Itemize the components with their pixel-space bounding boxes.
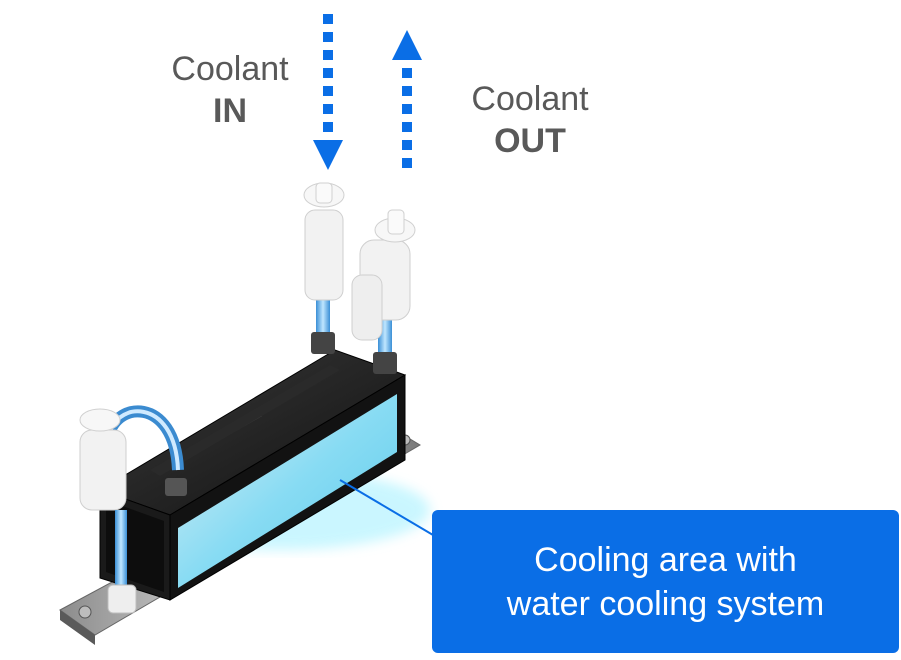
print-head-housing xyxy=(98,349,407,601)
coolant-out-text: Coolant xyxy=(471,80,589,118)
coolant-in-direction: IN xyxy=(213,92,247,130)
left-hose-connector xyxy=(79,405,187,614)
cooling-area-window xyxy=(178,394,397,588)
callout-line-1: Cooling area with xyxy=(534,540,797,579)
arrow-up-dotted-icon xyxy=(392,30,422,168)
coolant-out-direction: OUT xyxy=(494,122,566,160)
coolant-out-connector xyxy=(351,209,416,374)
callout-leader-line xyxy=(339,479,434,536)
coolant-in-label: Coolant IN xyxy=(160,48,300,132)
arrow-down-dotted-icon xyxy=(313,14,343,170)
coolant-in-text: Coolant xyxy=(171,50,289,88)
coolant-out-label: Coolant OUT xyxy=(460,78,600,162)
coolant-in-connector xyxy=(303,182,345,354)
callout-line-2: water cooling system xyxy=(506,584,825,623)
cooling-area-callout: Cooling area with water cooling system xyxy=(432,510,899,653)
